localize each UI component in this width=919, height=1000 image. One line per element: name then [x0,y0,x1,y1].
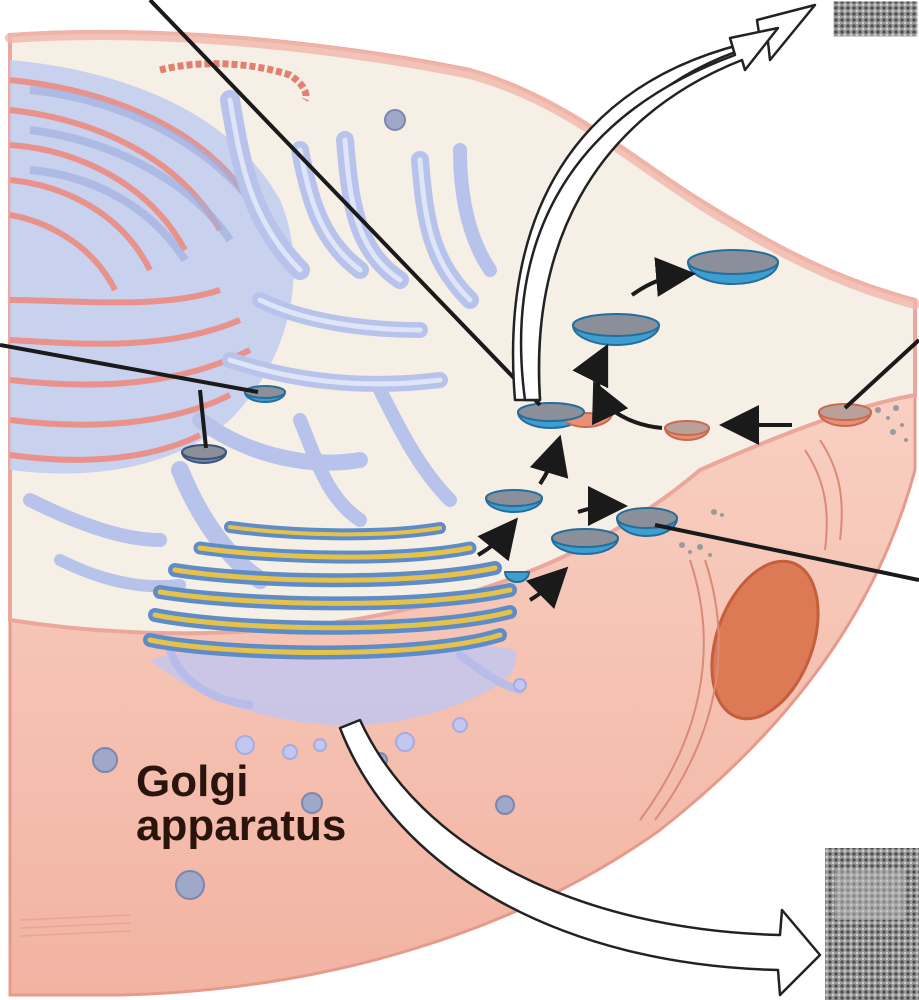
micrograph-bottom [825,848,919,1000]
golgi-apparatus-label: Golgi apparatus [136,760,346,848]
label-line-1: Golgi [136,760,346,804]
micrograph-top [832,0,919,38]
label-line-2: apparatus [136,804,346,848]
